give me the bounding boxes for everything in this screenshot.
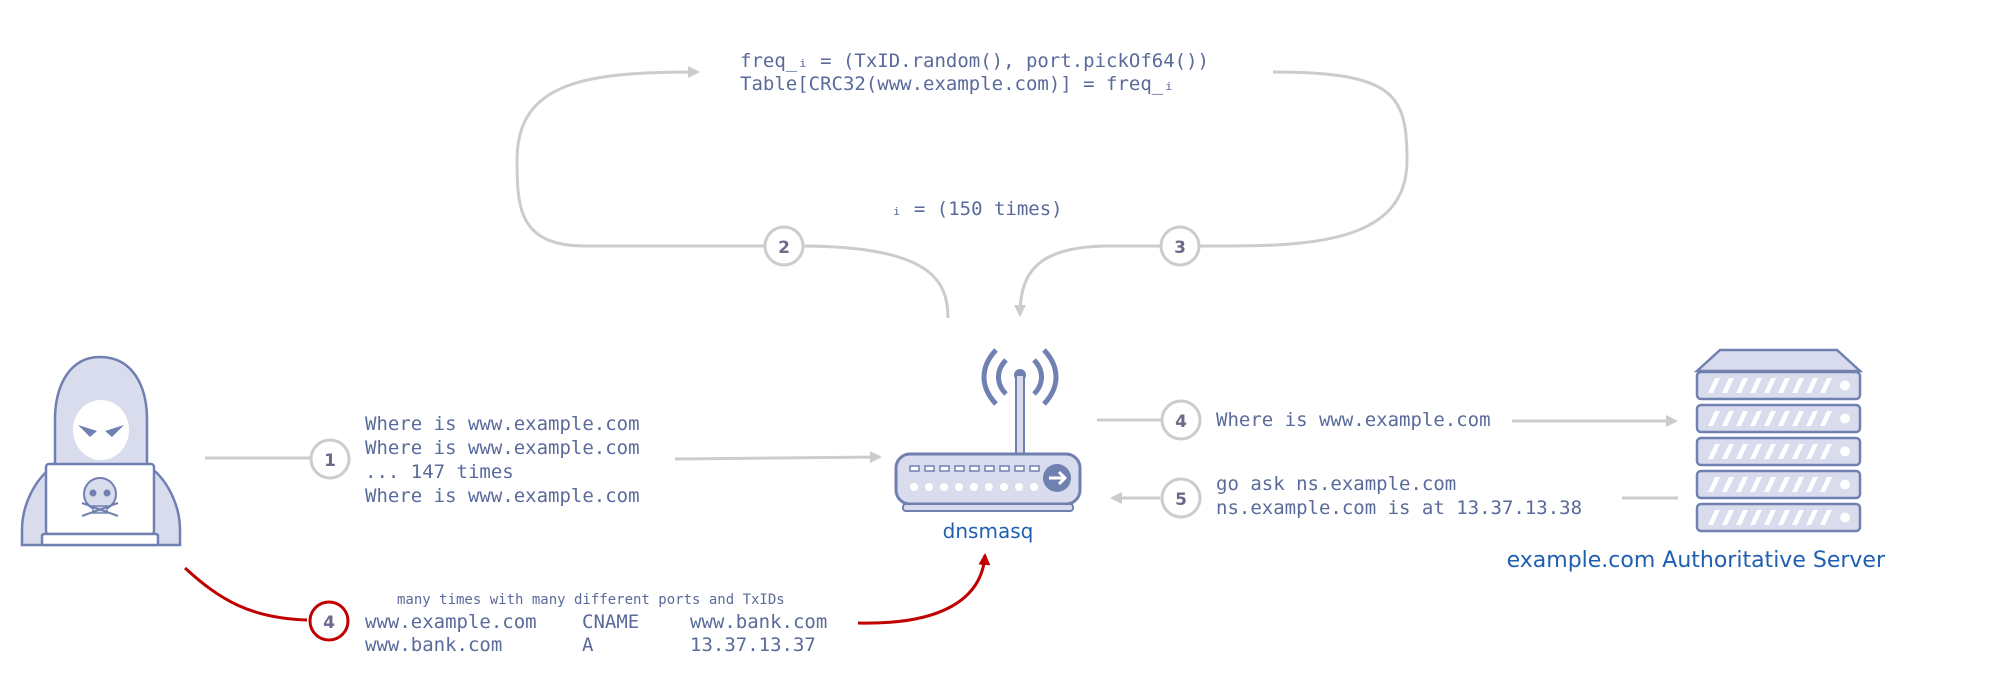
step-1-marker: 1	[309, 438, 351, 480]
server-unit	[1695, 469, 1862, 500]
attack-arrow	[857, 553, 991, 625]
client-query-line-2: Where is www.example.com	[365, 437, 640, 459]
step-4-server-label: 4	[1175, 412, 1187, 432]
server-unit	[1695, 370, 1862, 401]
step-3-marker: 3	[1159, 225, 1201, 267]
server-reply-line-1: go ask ns.example.com	[1216, 473, 1456, 495]
step-1-label: 1	[324, 451, 336, 471]
attack-row-2-name: www.bank.com	[365, 634, 502, 656]
formula-line-1: freq_ᵢ = (TxID.random(), port.pickOf64()…	[740, 50, 1209, 72]
server-unit	[1695, 403, 1862, 434]
router-icon	[894, 348, 1082, 512]
server-query-text: Where is www.example.com	[1216, 409, 1491, 431]
client-query-line-4: Where is www.example.com	[365, 485, 640, 507]
client-query-line-1: Where is www.example.com	[365, 413, 640, 435]
attack-note: many times with many different ports and…	[397, 592, 785, 608]
step-2-marker: 2	[763, 225, 805, 267]
step-5-label: 5	[1175, 490, 1187, 510]
step-4-attack-marker: 4	[308, 600, 350, 642]
loop-count-note: ᵢ = (150 times)	[891, 198, 1063, 220]
client-query-line-3: ... 147 times	[365, 461, 514, 483]
attack-row-2-value: 13.37.13.37	[690, 634, 816, 656]
server-label: example.com Authoritative Server	[1507, 548, 1886, 573]
attack-row-1-name: www.example.com	[365, 611, 537, 633]
resolver-label: dnsmasq	[943, 519, 1034, 543]
attack-line	[183, 566, 308, 622]
attack-row-1-type: CNAME	[582, 611, 639, 633]
attack-row-2-type: A	[582, 634, 594, 656]
loop-arrow-step-2	[515, 66, 950, 319]
server-unit	[1695, 502, 1862, 533]
step-5-marker: 5	[1160, 477, 1202, 519]
server-icon	[1693, 348, 1864, 533]
server-unit	[1695, 436, 1862, 467]
step-1-arrow	[674, 451, 882, 464]
step-4-server-marker: 4	[1160, 399, 1202, 441]
attack-row-1-value: www.bank.com	[690, 611, 827, 633]
hacker-icon	[20, 355, 182, 547]
step-3-label: 3	[1174, 238, 1186, 258]
loop-arrow-step-3	[1014, 70, 1409, 317]
formula-line-2: Table[CRC32(www.example.com)] = freq_ᵢ	[740, 73, 1175, 95]
step-2-label: 2	[778, 238, 790, 258]
server-reply-line-2: ns.example.com is at 13.37.13.38	[1216, 497, 1582, 519]
step-4-attack-label: 4	[323, 613, 335, 633]
